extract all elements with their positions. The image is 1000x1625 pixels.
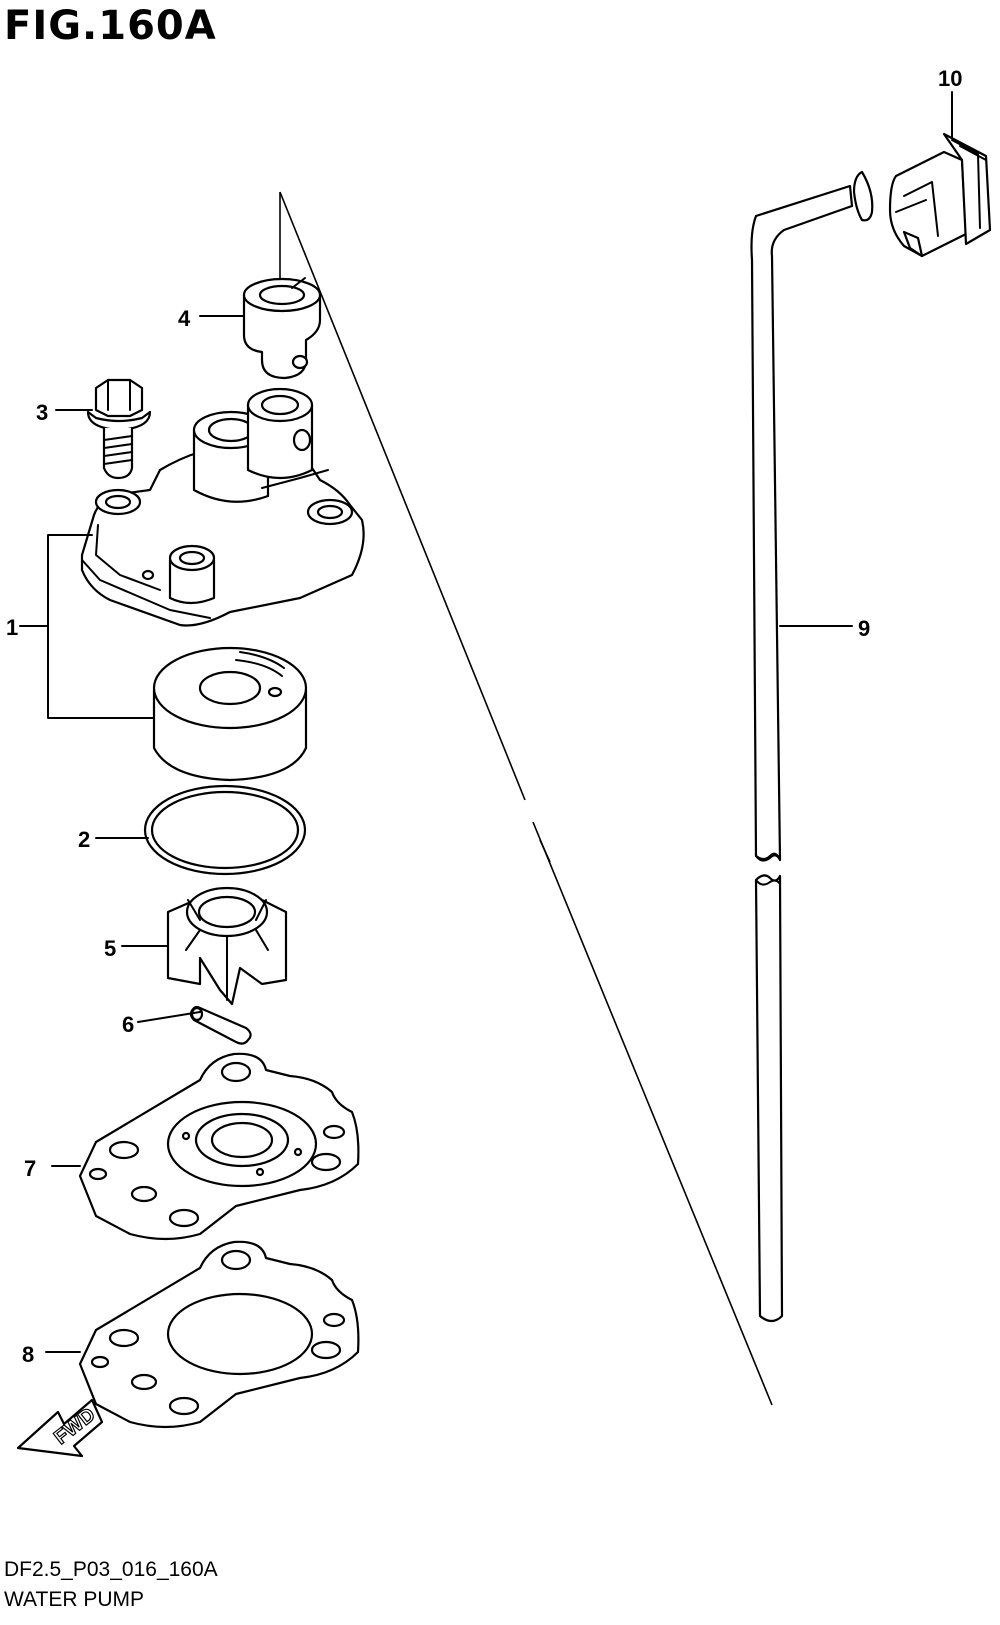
callout-7: 7	[24, 1156, 36, 1181]
callout-leaders	[45, 91, 953, 1353]
callout-4: 4	[178, 306, 191, 331]
assembly-guide-line	[279, 191, 773, 1406]
callout-5: 5	[104, 936, 116, 961]
callout-3: 3	[36, 400, 48, 425]
part-7-plate[interactable]	[78, 1052, 360, 1241]
callout-9: 9	[858, 616, 870, 641]
part-9-water-tube[interactable]	[750, 170, 874, 1323]
part-1-bracket	[19, 534, 155, 719]
callout-2: 2	[78, 827, 90, 852]
part-1-pump-case-liner[interactable]	[152, 646, 308, 782]
part-1-pump-case[interactable]	[80, 387, 365, 627]
part-8-gasket[interactable]	[78, 1240, 360, 1429]
diagram-name: WATER PUMP	[4, 1588, 144, 1611]
part-10-grommet[interactable]	[888, 132, 992, 258]
part-4-collar[interactable]	[242, 277, 322, 380]
callout-8: 8	[22, 1342, 34, 1367]
diagram-code: DF2.5_P03_016_160A	[4, 1558, 218, 1581]
part-3-bolt[interactable]	[86, 378, 152, 480]
figure-title: FIG.160A	[4, 3, 217, 49]
callout-6: 6	[122, 1012, 134, 1037]
part-2-o-ring[interactable]	[143, 784, 307, 876]
fwd-direction-arrow: FWD	[16, 1398, 104, 1458]
part-5-impeller[interactable]	[166, 886, 288, 1006]
callout-1: 1	[6, 615, 18, 640]
callout-10: 10	[938, 66, 962, 91]
